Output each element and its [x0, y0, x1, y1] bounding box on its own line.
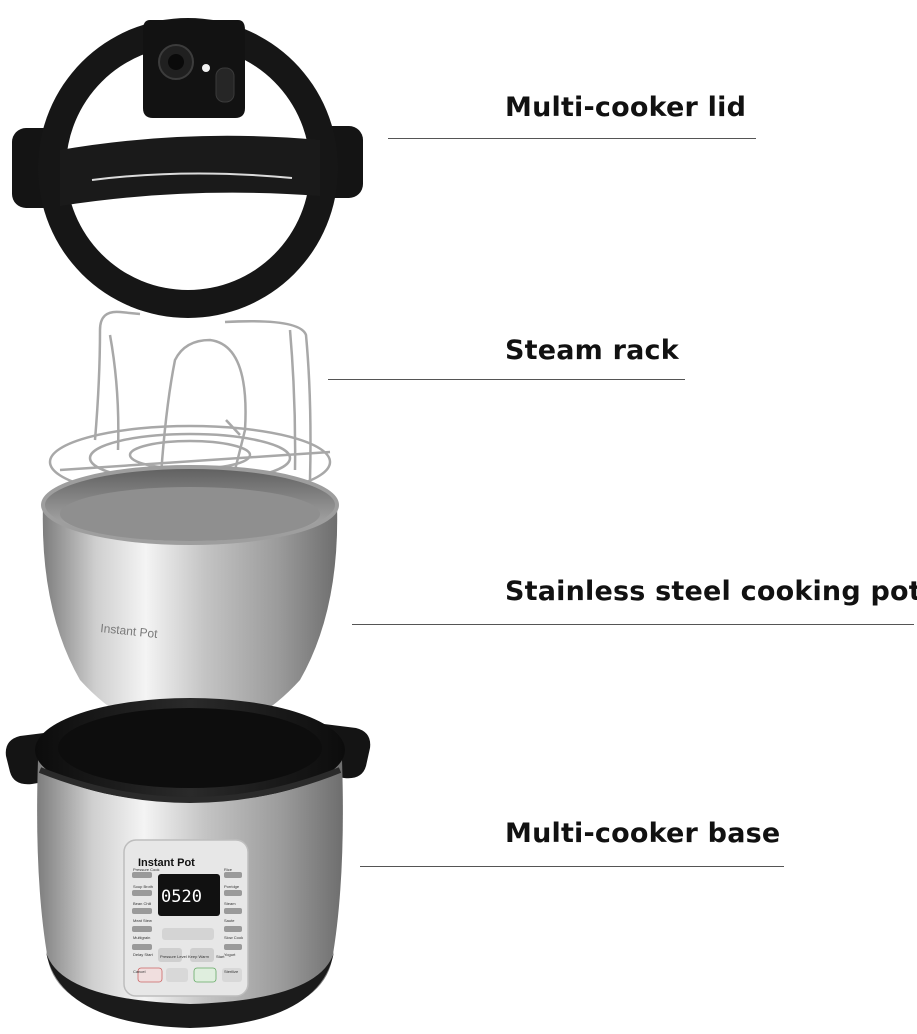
- multi-cooker-lid: [12, 18, 363, 318]
- label-multi-cooker-base: Multi-cooker base: [505, 818, 781, 849]
- panel-left-button-label: Soup Broth: [133, 884, 153, 889]
- pot-body: [42, 505, 338, 735]
- label-multi-cooker-lid: Multi-cooker lid: [505, 92, 747, 123]
- panel-right-button-label: Saute: [224, 918, 235, 923]
- label-cooking-pot: Stainless steel cooking pot: [505, 576, 917, 607]
- panel-left-button-label: Delay Start: [133, 952, 154, 957]
- leader-line-lid: [388, 138, 756, 139]
- panel-center-button-label: Start: [216, 954, 225, 959]
- panel-left-button-label: Bean Chili: [133, 901, 151, 906]
- leader-line-base: [360, 866, 784, 867]
- label-steam-rack: Steam rack: [505, 335, 679, 366]
- panel-left-button-label: Multigrain: [133, 935, 150, 940]
- lid-handle-bar: [60, 135, 320, 206]
- leader-line-rack: [328, 379, 685, 380]
- panel-right-button-label: Porridge: [224, 884, 240, 889]
- panel-right-button-label: Rice: [224, 867, 233, 872]
- base-opening: [58, 708, 322, 788]
- panel-logo: Instant Pot: [138, 857, 195, 869]
- panel-right-button-label: Slow Cook: [224, 935, 243, 940]
- start-button-shape: [193, 967, 217, 983]
- multi-cooker-base: Instant Pot 0520: [5, 698, 371, 1028]
- panel-left-button-label: Meat Stew: [133, 918, 152, 923]
- panel-left-button-label: Pressure Cook: [133, 867, 159, 872]
- stainless-steel-cooking-pot: Instant Pot: [41, 465, 339, 735]
- lid-lock-slider: [215, 67, 235, 103]
- cancel-button-shape: [137, 967, 163, 983]
- panel-left-button-label: Cancel: [133, 969, 146, 974]
- panel-right-button-label: Steam: [224, 901, 236, 906]
- panel-right-button-label: Yogurt: [224, 952, 236, 957]
- panel-center-button-label: Keep Warm: [188, 954, 210, 959]
- pot-engraving: Instant Pot: [100, 621, 159, 641]
- panel-display-time: 0520: [161, 887, 202, 907]
- base-bottom-band: [46, 952, 334, 1028]
- leader-line-pot: [352, 624, 914, 625]
- control-panel: Instant Pot 0520: [123, 839, 249, 997]
- panel-right-button-label: Sterilize: [224, 969, 239, 974]
- float-valve: [202, 64, 210, 72]
- panel-center-button-label: Pressure Level: [160, 954, 187, 959]
- panel-display: [158, 874, 220, 916]
